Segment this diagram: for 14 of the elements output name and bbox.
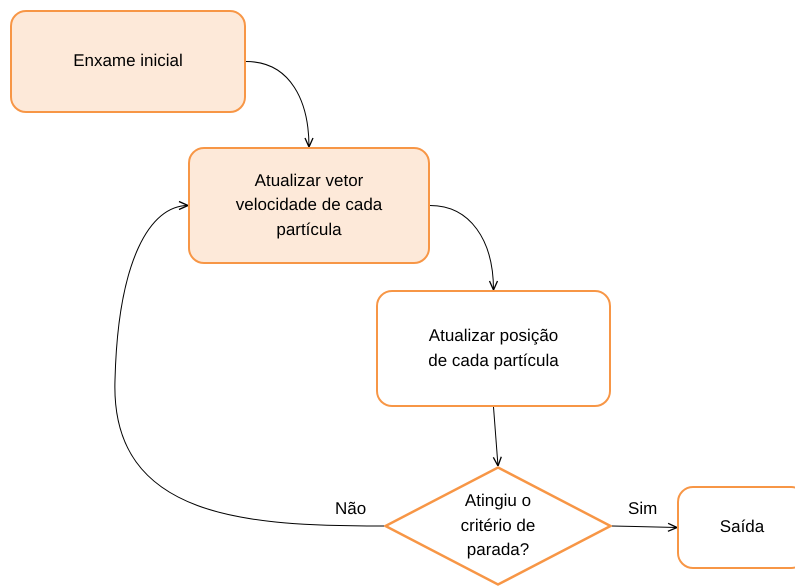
node-text: Saída (720, 516, 764, 538)
node-text: Enxame inicial (73, 50, 183, 72)
process-box (188, 147, 430, 264)
process-box (677, 486, 795, 569)
node-text: Atingiu o critério de parada? (460, 490, 536, 562)
arrow (114, 202, 384, 526)
process-box (10, 10, 246, 113)
arrow (430, 205, 498, 291)
node-text: Atualizar vetor velocidade de cada partícula (234, 170, 384, 241)
process-box (376, 290, 611, 407)
arrow (492, 406, 502, 467)
arrow (246, 61, 314, 148)
node-text: Atualizar posição de cada partícula (427, 324, 560, 372)
arrow (612, 522, 678, 532)
